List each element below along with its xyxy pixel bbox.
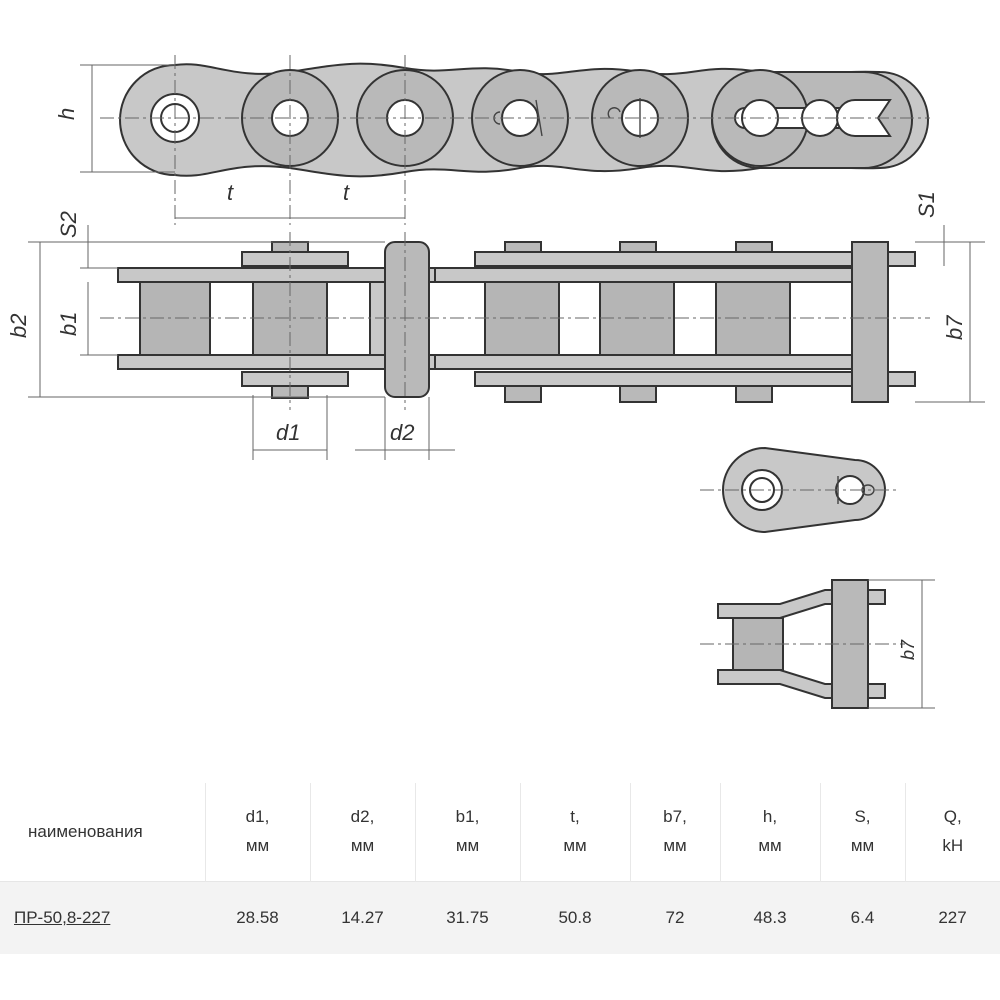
header-d2: d2,мм bbox=[309, 783, 415, 882]
table-row: ПР-50,8-227 28.58 14.27 31.75 50.8 72 48… bbox=[0, 881, 1000, 954]
dim-label-s2: S2 bbox=[56, 211, 81, 238]
spec-table: наименования d1,мм d2,мм b1,мм t,мм b7,м… bbox=[0, 783, 1000, 954]
pin-head bbox=[504, 241, 542, 253]
dim-label-b7-small: b7 bbox=[898, 639, 918, 660]
dim-label-h: h bbox=[54, 108, 79, 120]
pin-head bbox=[619, 241, 657, 253]
cell-h: 48.3 bbox=[720, 881, 820, 954]
offset-link-side-view bbox=[700, 446, 900, 534]
outer-plate-top bbox=[474, 251, 916, 267]
cell-d1: 28.58 bbox=[205, 881, 310, 954]
pin-head bbox=[504, 385, 542, 403]
cell-d2: 14.27 bbox=[310, 881, 415, 954]
inner-plate-bottom bbox=[434, 354, 886, 370]
header-d1: d1,мм bbox=[204, 783, 310, 882]
dim-label-b7: b7 bbox=[942, 315, 967, 340]
outer-plate-bottom bbox=[474, 371, 916, 387]
cell-t: 50.8 bbox=[520, 881, 630, 954]
dim-label-t: t bbox=[343, 180, 350, 205]
pin-head bbox=[735, 241, 773, 253]
header-s: S,мм bbox=[819, 783, 905, 882]
cell-b1: 31.75 bbox=[415, 881, 520, 954]
pin-head bbox=[735, 385, 773, 403]
cell-s: 6.4 bbox=[820, 881, 905, 954]
cell-b7: 72 bbox=[630, 881, 720, 954]
cell-q: 227 bbox=[905, 881, 1000, 954]
chain-side-view bbox=[80, 55, 930, 225]
chain-top-view bbox=[28, 225, 985, 460]
header-t: t,мм bbox=[519, 783, 630, 882]
dim-label-s1: S1 bbox=[914, 191, 939, 218]
header-b1: b1,мм bbox=[414, 783, 520, 882]
dim-label-b1: b1 bbox=[56, 312, 81, 336]
roller-chain-drawing: h t t bbox=[6, 55, 985, 709]
table-header-row: наименования d1,мм d2,мм b1,мм t,мм b7,м… bbox=[0, 783, 1000, 882]
dim-label-t: t bbox=[227, 180, 234, 205]
dim-label-d1: d1 bbox=[276, 420, 300, 445]
end-pin bbox=[851, 241, 889, 403]
inner-plate-top bbox=[434, 267, 886, 283]
dim-label-b2: b2 bbox=[6, 314, 31, 338]
header-q: Q,kH bbox=[904, 783, 1000, 882]
outer-plate-top bbox=[241, 251, 349, 267]
outer-plate-bottom bbox=[241, 371, 349, 387]
pin-d2 bbox=[384, 241, 430, 398]
offset-link-top-view bbox=[700, 579, 935, 709]
dim-label-d2: d2 bbox=[390, 420, 414, 445]
header-h: h,мм bbox=[719, 783, 820, 882]
roller bbox=[484, 281, 560, 356]
header-name: наименования bbox=[28, 821, 143, 841]
product-name-link[interactable]: ПР-50,8-227 bbox=[0, 881, 205, 954]
pin-head bbox=[619, 385, 657, 403]
header-b7: b7,мм bbox=[629, 783, 720, 882]
